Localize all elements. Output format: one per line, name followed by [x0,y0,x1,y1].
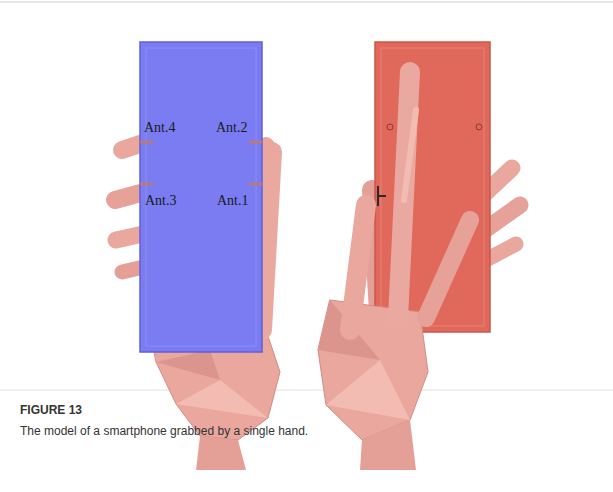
figure-number: FIGURE 13 [20,404,82,416]
antenna-slot [249,141,262,144]
antenna-slot [140,183,153,186]
caption-rule [0,390,613,391]
top-rule [0,2,613,3]
antenna-label: Ant.3 [145,194,177,208]
smartphone-back [375,42,490,332]
antenna-label: Ant.2 [216,121,248,135]
antenna-slot [140,141,153,144]
figure-caption: The model of a smartphone grabbed by a s… [20,424,590,440]
right-hand [318,72,470,470]
smartphone-front [140,42,262,352]
antenna-label: Ant.4 [144,121,176,135]
antenna-label: Ant.1 [217,194,249,208]
antenna-slot [249,183,262,186]
